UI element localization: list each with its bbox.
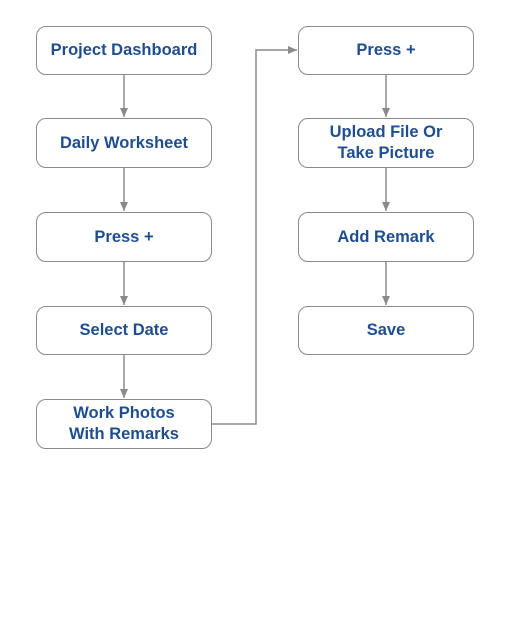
node-label: Daily Worksheet: [59, 133, 189, 152]
node-save: Save: [298, 306, 474, 355]
node-add-remark: Add Remark: [298, 212, 474, 262]
node-label: Select Date: [79, 321, 169, 339]
node-label: Add Remark: [337, 227, 435, 246]
node-press-plus-left: Press +: [36, 212, 212, 262]
node-label: Work Photos With Remarks: [69, 404, 179, 443]
node-select-date: Select Date: [36, 306, 212, 355]
node-press-plus-right: Press +: [298, 26, 474, 75]
node-work-photos-with-remarks: Work Photos With Remarks: [36, 399, 212, 449]
node-daily-worksheet: Daily Worksheet: [36, 118, 212, 168]
node-upload-file-or-take-picture: Upload File Or Take Picture: [298, 118, 474, 168]
node-label: Project Dashboard: [50, 41, 198, 59]
node-label: Press +: [94, 227, 154, 246]
node-project-dashboard: Project Dashboard: [36, 26, 212, 75]
node-label: Upload File Or Take Picture: [329, 123, 443, 162]
node-label: Press +: [356, 41, 416, 59]
node-label: Save: [366, 321, 406, 339]
arrow-n5-n6: [212, 46, 297, 425]
